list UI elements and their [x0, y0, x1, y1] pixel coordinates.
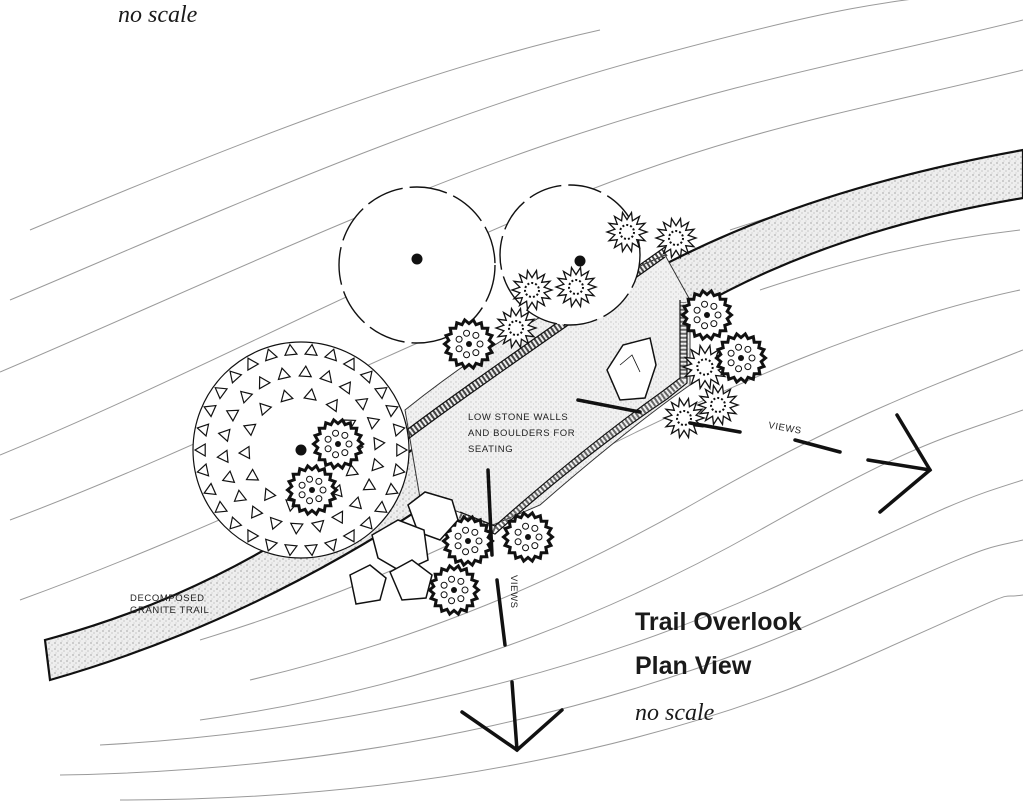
spiky-shrub	[494, 306, 538, 350]
flowering-shrub	[501, 510, 555, 564]
view-arrow-south	[460, 708, 564, 753]
deciduous-tree-canopy-west	[338, 186, 496, 344]
view-line-east-2	[688, 421, 742, 434]
spiky-shrub	[605, 210, 649, 254]
view-line-east-1	[576, 398, 642, 414]
walls-label-line3: SEATING	[468, 444, 513, 455]
boulder	[371, 519, 429, 573]
flowering-shrub	[311, 417, 365, 471]
spiky-shrub	[510, 268, 554, 312]
flowering-shrub	[442, 317, 496, 371]
view-line-south-2	[495, 578, 507, 647]
spiky-shrub	[554, 265, 598, 309]
view-line-east-3	[793, 438, 842, 454]
spiky-shrub	[654, 216, 698, 260]
walls-label-line2: AND BOULDERS FOR	[468, 428, 575, 439]
spiky-shrub	[696, 383, 740, 427]
trail-label-line1: DECOMPOSED	[130, 593, 205, 604]
plan-title-line1: Trail Overlook	[635, 608, 802, 636]
flowering-shrub	[285, 463, 339, 517]
flowering-shrub	[441, 514, 495, 568]
flowering-shrub	[427, 563, 481, 617]
views-label-east: VIEWS	[767, 420, 802, 437]
plan-title-line2: Plan View	[635, 652, 752, 680]
flowering-shrub	[680, 288, 734, 342]
boulder	[349, 564, 387, 605]
views-label-south: VIEWS	[508, 575, 519, 609]
low-stone-wall-south	[458, 302, 687, 535]
boulder	[389, 559, 433, 601]
trail-label-line2: GRANITE TRAIL	[130, 605, 209, 616]
large-tree-canopy-southwest	[192, 341, 410, 559]
view-indicators	[460, 398, 933, 753]
flowering-shrub	[714, 331, 768, 385]
spiky-shrub	[662, 396, 706, 440]
boulder	[606, 337, 657, 401]
spiky-shrub	[681, 343, 729, 391]
plan-scale-note: no scale	[635, 700, 715, 726]
top-scale-note: no scale	[118, 2, 198, 28]
view-line-south-1	[486, 468, 494, 557]
shrub-group	[285, 210, 768, 617]
boulder-group	[349, 337, 657, 605]
walls-label-line1: LOW STONE WALLS	[468, 412, 568, 423]
